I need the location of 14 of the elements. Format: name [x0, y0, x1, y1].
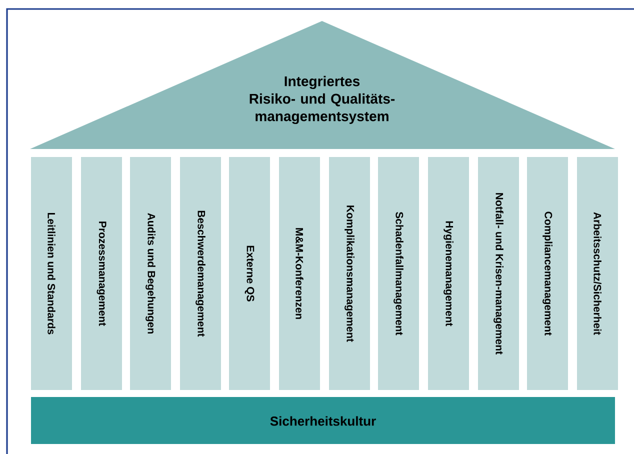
pillar-box: Arbeitsschutz/Sicherheit: [577, 157, 618, 390]
pillar-box: Komplikationsmanagement: [329, 157, 370, 390]
pillar-box: Externe QS: [229, 157, 270, 390]
pillar-box: Hygienemanagement: [428, 157, 469, 390]
pillar-box: Compliancemanagement: [527, 157, 568, 390]
roof-triangle: Integriertes Risiko- und Qualitäts-managementsystem: [30, 21, 615, 149]
pillar-box: Audits und Begehungen: [130, 157, 171, 390]
pillar-box: Notfall- und Krisen-management: [478, 157, 519, 390]
foundation-bar: Sicherheitskultur: [31, 397, 615, 444]
pillar-box: Leitlinien und Standards: [31, 157, 72, 390]
pillar-box: Beschwerdemanagement: [180, 157, 221, 390]
pillar-box: Prozessmanagement: [81, 157, 122, 390]
pillar-box: Schadenfallmanagement: [378, 157, 419, 390]
pillar-box: M&M-Konferenzen: [279, 157, 320, 390]
